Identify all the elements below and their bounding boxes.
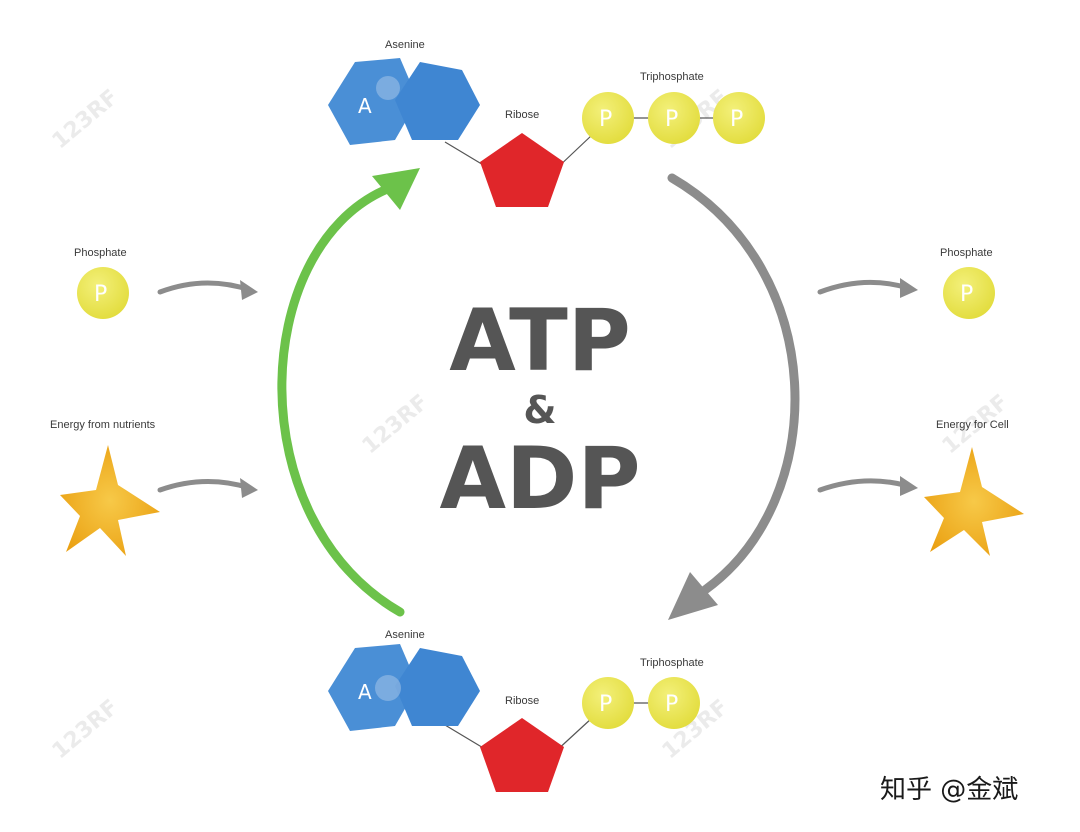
adp-molecule: Asenine A Ribose Triphosphate P P: [328, 629, 704, 792]
title-ampersand: &: [523, 388, 556, 432]
watermark: 123RF: [48, 695, 124, 764]
phosphate-circle-icon: [648, 92, 700, 144]
phosphate-circle-icon: [582, 92, 634, 144]
phosphate-letter: P: [94, 282, 107, 307]
title-adp: ADP: [440, 429, 641, 529]
arrow-icon: [817, 478, 911, 493]
pentagon-icon: [480, 133, 564, 207]
credit-text: 知乎 @金斌: [880, 775, 1018, 805]
ribose-label: Ribose: [505, 695, 539, 707]
phosphate-circle-icon: [713, 92, 765, 144]
phosphate-letter: P: [960, 282, 973, 307]
input-energy-label: Energy from nutrients: [50, 419, 156, 431]
phosphate-letter: P: [665, 692, 678, 717]
pentagon-icon: [480, 718, 564, 792]
star-burst-icon: [924, 447, 1024, 556]
arrow-head-icon: [240, 280, 258, 300]
arrow-icon: [157, 479, 253, 493]
green-cycle-arrow: [277, 185, 405, 617]
adenine-label: Asenine: [385, 39, 425, 51]
atp-molecule: Asenine A Ribose Triphosphate P P P: [328, 39, 765, 207]
phosphate-group-label: Triphosphate: [640, 657, 704, 669]
green-arrow-head-icon: [372, 168, 420, 210]
star-burst-icon: [60, 445, 160, 556]
gray-arrow-head-icon: [668, 572, 718, 620]
phosphate-letter: P: [730, 107, 743, 132]
arrow-icon: [817, 279, 911, 295]
phosphate-letter: P: [665, 107, 678, 132]
gray-cycle-arrow: [667, 173, 800, 595]
right-outputs: Phosphate P Energy for Cell: [817, 247, 1024, 556]
input-phosphate-label: Phosphate: [74, 247, 127, 259]
hexagon-icon: [395, 62, 480, 140]
arrow-icon: [157, 280, 253, 295]
highlight-circle: [376, 76, 400, 100]
adenine-letter: A: [358, 94, 372, 118]
watermark: 123RF: [48, 85, 124, 154]
phosphate-circle-icon: [943, 267, 995, 319]
hexagon-icon: [395, 648, 480, 726]
output-phosphate-label: Phosphate: [940, 247, 993, 259]
phosphate-letter: P: [599, 692, 612, 717]
adenine-letter: A: [358, 680, 372, 704]
adenine-label: Asenine: [385, 629, 425, 641]
output-energy-label: Energy for Cell: [936, 419, 1009, 431]
watermark: 123RF: [358, 390, 434, 459]
arrow-head-icon: [240, 478, 258, 498]
phosphate-letter: P: [599, 107, 612, 132]
arrow-head-icon: [900, 278, 918, 298]
left-inputs: Phosphate P Energy from nutrients: [50, 247, 258, 556]
title-atp: ATP: [449, 291, 631, 391]
hexagon-icon: [328, 644, 418, 731]
ribose-label: Ribose: [505, 109, 539, 121]
arrow-head-icon: [900, 476, 918, 496]
phosphate-circle-icon: [648, 677, 700, 729]
phosphate-circle-icon: [77, 267, 129, 319]
highlight-circle: [375, 675, 401, 701]
phosphate-group-label: Triphosphate: [640, 71, 704, 83]
phosphate-circle-icon: [582, 677, 634, 729]
